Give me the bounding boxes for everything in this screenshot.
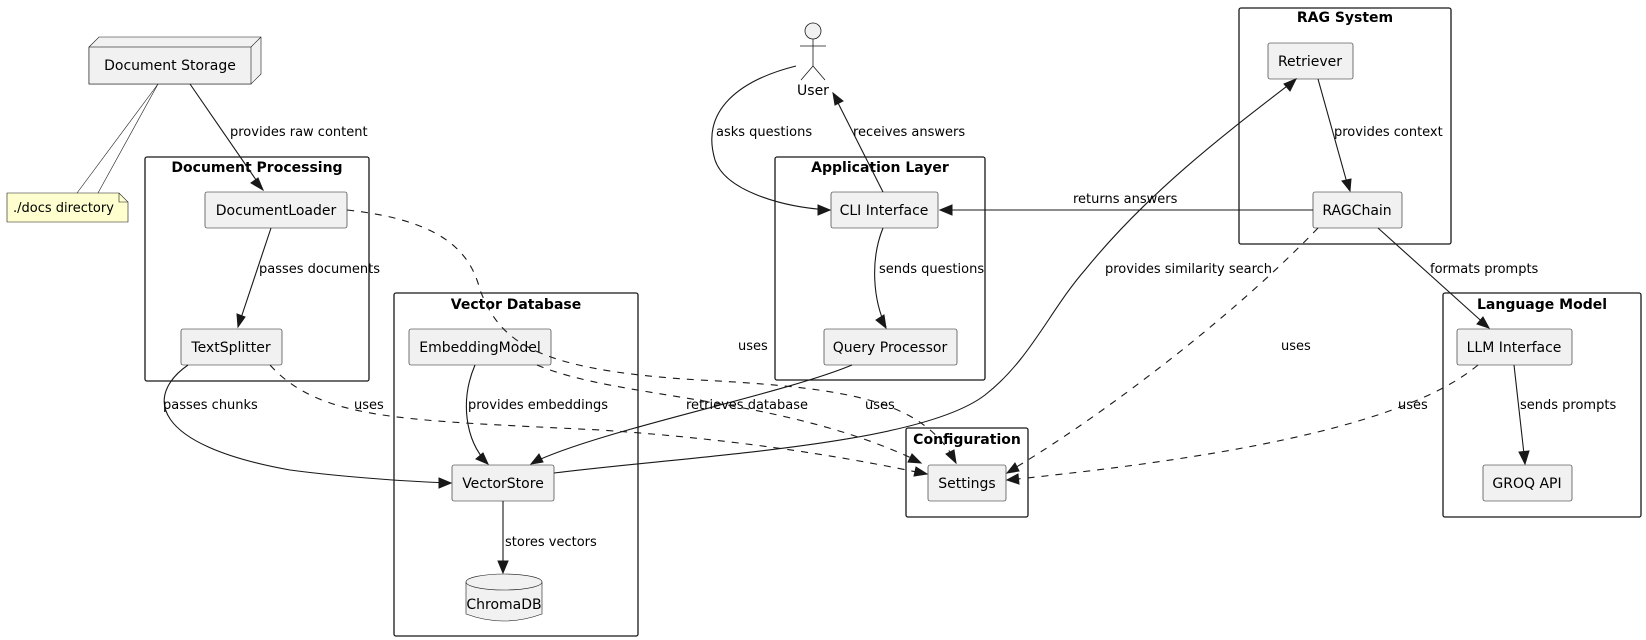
edge-stores-vectors: stores vectors (497, 501, 597, 575)
component-label: GROQ API (1492, 476, 1561, 492)
component-rag-chain: RAGChain (1312, 191, 1403, 229)
database-chromadb: ChromaDB (465, 573, 543, 622)
component-label: Settings (938, 476, 995, 492)
svg-text:uses: uses (354, 398, 384, 413)
component-label: VectorStore (462, 476, 544, 492)
svg-text:formats prompts: formats prompts (1430, 262, 1539, 277)
node-document-storage: Document Storage (88, 36, 262, 85)
component-label: EmbeddingModel (419, 340, 540, 356)
edge-provides-similarity-search: provides similarity search (553, 78, 1298, 474)
component-document-loader: DocumentLoader (204, 191, 348, 229)
component-label: CLI Interface (840, 203, 929, 219)
svg-text:provides raw content: provides raw content (230, 125, 368, 140)
package-title: Vector Database (451, 297, 581, 313)
svg-text:sends prompts: sends prompts (1520, 398, 1616, 413)
edge-sends-questions: sends questions (874, 227, 984, 330)
component-text-splitter: TextSplitter (180, 328, 283, 366)
edge-formats-prompts: formats prompts (1377, 227, 1539, 329)
edge-uses-loader: uses (346, 209, 957, 465)
svg-text:asks questions: asks questions (716, 125, 812, 140)
svg-text:uses: uses (1398, 398, 1428, 413)
component-groq-api: GROQ API (1482, 464, 1573, 502)
edge-sends-prompts: sends prompts (1513, 364, 1616, 466)
component-label: DocumentLoader (216, 203, 337, 219)
edge-retrieves-database: retrieves database (529, 364, 853, 465)
package-title: Application Layer (811, 160, 949, 176)
svg-text:provides embeddings: provides embeddings (468, 398, 608, 413)
svg-text:retrieves database: retrieves database (686, 398, 808, 413)
edge-uses-llm: uses (1005, 364, 1479, 485)
actor-user: User (797, 22, 829, 99)
edge-provides-context: provides context (1317, 78, 1443, 193)
package-title: RAG System (1297, 10, 1393, 26)
actor-label: User (797, 83, 829, 99)
svg-text:receives answers: receives answers (853, 125, 965, 140)
edge-asks-questions: asks questions (711, 65, 832, 216)
edge-passes-chunks: passes chunks (163, 364, 453, 489)
component-label: Query Processor (833, 340, 948, 356)
database-label: ChromaDB (466, 597, 541, 613)
component-llm-interface: LLM Interface (1456, 328, 1573, 366)
svg-text:sends questions: sends questions (879, 262, 984, 277)
edge-uses-splitter: uses (269, 364, 929, 477)
note-text: ./docs directory (13, 201, 114, 216)
component-cli-interface: CLI Interface (830, 191, 939, 229)
svg-text:returns answers: returns answers (1073, 192, 1178, 207)
edge-uses-embedding: uses (536, 364, 923, 464)
svg-text:provides context: provides context (1334, 125, 1443, 140)
package-vector-database: Vector Database (393, 292, 639, 637)
component-settings: Settings (927, 464, 1007, 502)
edge-uses-ragchain: uses (1005, 227, 1319, 474)
component-retriever: Retriever (1267, 42, 1354, 80)
component-label: TextSplitter (190, 340, 270, 356)
svg-text:passes chunks: passes chunks (163, 398, 258, 413)
edge-provides-embeddings: provides embeddings (465, 364, 608, 465)
component-label: RAGChain (1322, 203, 1391, 219)
component-embedding-model: EmbeddingModel (408, 328, 552, 366)
svg-text:uses: uses (865, 398, 895, 413)
note-docs-directory: ./docs directory (6, 83, 159, 223)
component-vector-store: VectorStore (451, 464, 555, 502)
svg-text:passes documents: passes documents (259, 262, 380, 277)
node-label: Document Storage (104, 58, 236, 74)
svg-text:provides similarity search: provides similarity search (1105, 262, 1272, 277)
edge-passes-documents: passes documents (236, 227, 380, 329)
edge-receives-answers: receives answers (832, 91, 965, 193)
component-label: Retriever (1278, 54, 1342, 70)
svg-text:uses: uses (738, 339, 768, 354)
package-title: Configuration (913, 432, 1021, 448)
component-query-processor: Query Processor (823, 328, 958, 366)
svg-text:stores vectors: stores vectors (505, 535, 597, 550)
package-title: Language Model (1477, 297, 1607, 313)
component-label: LLM Interface (1467, 340, 1562, 356)
edge-returns-answers: returns answers (938, 192, 1313, 216)
package-title: Document Processing (171, 160, 342, 176)
svg-text:uses: uses (1281, 339, 1311, 354)
edge-provides-raw-content: provides raw content (189, 83, 368, 192)
